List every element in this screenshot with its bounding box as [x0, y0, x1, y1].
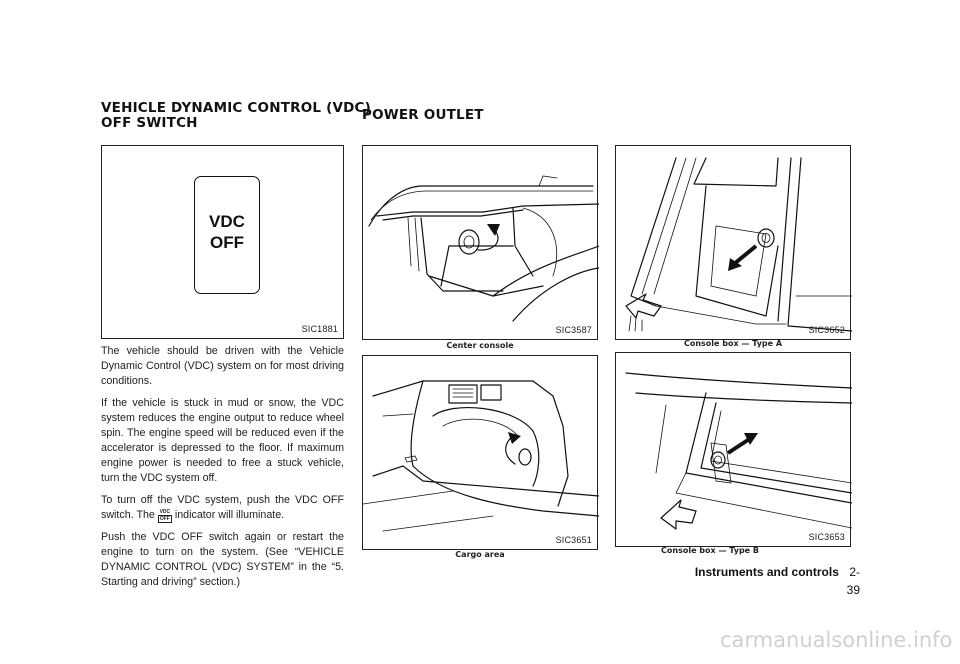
figure-code: SIC3587 [555, 325, 592, 335]
vdc-off-switch: VDC OFF [194, 176, 260, 294]
center-console-illustration [368, 175, 599, 322]
vdc-body-text: The vehicle should be driven with the Ve… [101, 344, 344, 597]
footer-page-number: 2-39 [846, 565, 860, 597]
vdc-paragraph-4: Push the VDC OFF switch again or restart… [101, 531, 344, 588]
vdc-section-heading: VEHICLE DYNAMIC CONTROL (VDC) OFF SWITCH [101, 100, 371, 131]
figure-code: SIC3651 [555, 535, 592, 545]
vdc-indicator-top: VDC [159, 508, 171, 515]
vdc-paragraph-2: If the vehicle is stuck in mud or snow, … [101, 397, 344, 484]
figure-code: SIC3652 [808, 325, 845, 335]
center-console-caption: Center console [446, 341, 514, 350]
page-footer: Instruments and controls 2-39 [690, 563, 860, 599]
vdc-switch-label-bottom: OFF [210, 233, 244, 252]
console-box-type-a-caption: Console box — Type A [683, 339, 783, 348]
vdc-switch-figure: VDC OFF SIC1881 [101, 145, 344, 339]
figure-code: SIC1881 [301, 324, 338, 334]
figure-code: SIC3653 [808, 532, 845, 542]
vdc-paragraph-3-start: To turn off the VDC system, push the VDC… [101, 494, 344, 521]
vdc-switch-label-top: VDC [209, 212, 245, 231]
cargo-area-illustration [363, 380, 599, 532]
vdc-paragraph-3: To turn off the VDC system, push the VDC… [101, 493, 344, 523]
center-console-figure: SIC3587 [362, 145, 599, 340]
console-box-type-b-illustration [625, 372, 852, 530]
power-outlet-heading: POWER OUTLET [362, 107, 484, 123]
console-box-type-a-illustration [625, 157, 852, 332]
vdc-paragraph-1: The vehicle should be driven with the Ve… [101, 345, 344, 387]
console-box-type-a-figure: SIC3652 [615, 145, 852, 340]
vdc-indicator-bottom: OFF [157, 514, 172, 523]
watermark-text: carmanualsonline.info [720, 628, 953, 652]
console-box-type-b-caption: Console box — Type B [661, 546, 759, 555]
vdc-paragraph-3-end: indicator will illuminate. [174, 509, 285, 521]
cargo-area-caption: Cargo area [455, 550, 505, 559]
footer-section-title: Instruments and controls [694, 565, 839, 579]
cargo-area-figure: SIC3651 [362, 355, 599, 550]
console-box-type-b-figure: SIC3653 [615, 352, 852, 547]
